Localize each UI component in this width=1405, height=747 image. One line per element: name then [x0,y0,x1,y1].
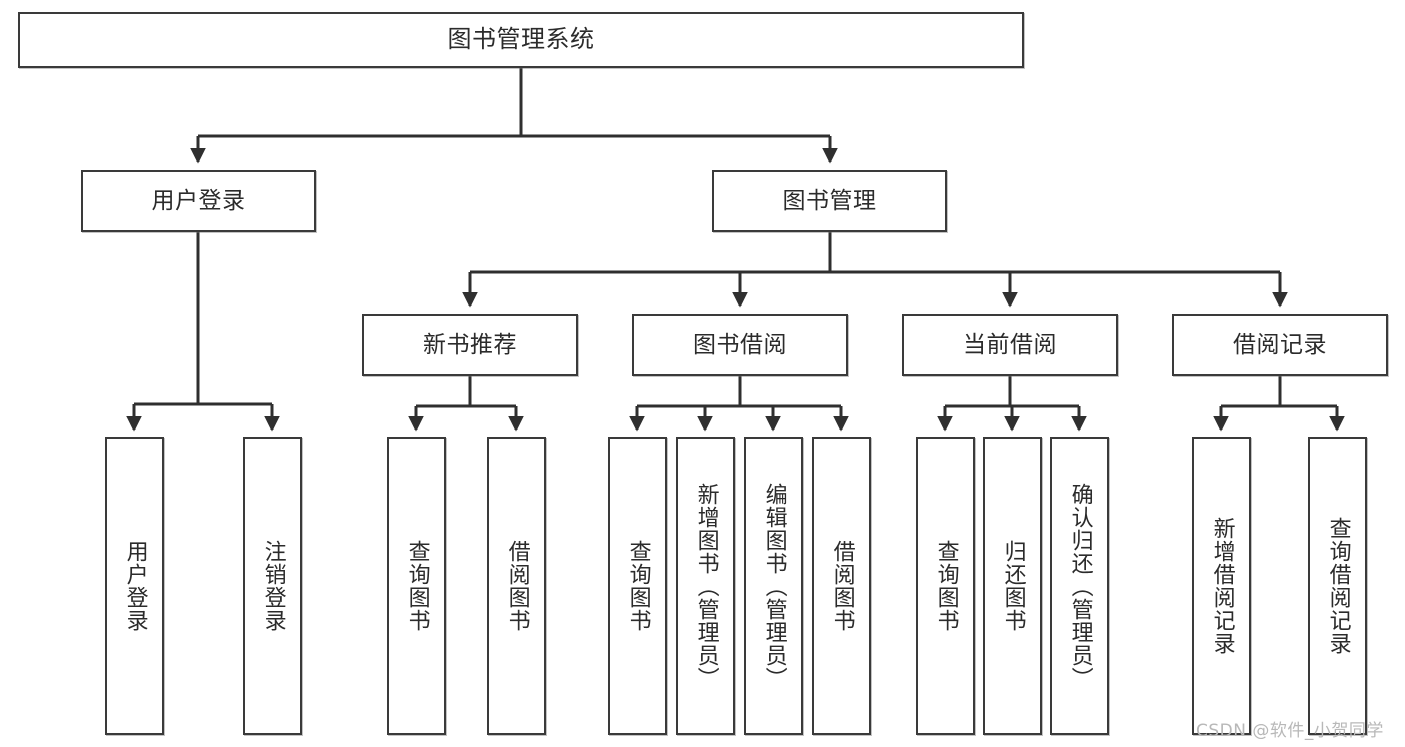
node-label: 注销登录 [260,540,286,632]
node-new-book-recommend[interactable]: 新书推荐 [362,314,578,376]
node-book-borrow[interactable]: 图书借阅 [632,314,848,376]
node-label: 新增图书（管理员） [693,482,719,690]
leaf-query-book-recommend[interactable]: 查询图书 [387,437,446,735]
leaf-edit-book-admin[interactable]: 编辑图书（管理员） [744,437,803,735]
node-label: 新增借阅记录 [1209,517,1235,655]
node-label: 图书借阅 [693,331,787,358]
node-label: 新书推荐 [423,331,517,358]
node-label: 归还图书 [1000,540,1026,632]
node-label: 图书管理 [782,187,877,214]
leaf-logout[interactable]: 注销登录 [243,437,302,735]
leaf-confirm-return-admin[interactable]: 确认归还（管理员） [1050,437,1109,735]
node-root-system[interactable]: 图书管理系统 [18,12,1024,68]
leaf-query-book-current[interactable]: 查询图书 [916,437,975,735]
node-label: 当前借阅 [963,331,1057,358]
leaf-query-book-borrow[interactable]: 查询图书 [608,437,667,735]
csdn-watermark: CSDN @软件_小贺同学 [1196,721,1384,741]
node-book-management[interactable]: 图书管理 [712,170,947,232]
leaf-return-book[interactable]: 归还图书 [983,437,1042,735]
leaf-borrow-book-recommend[interactable]: 借阅图书 [487,437,546,735]
node-label: 用户登录 [122,540,148,632]
node-label: 查询图书 [933,540,959,632]
node-label: 借阅图书 [504,540,530,632]
node-user-login[interactable]: 用户登录 [81,170,316,232]
node-current-borrow[interactable]: 当前借阅 [902,314,1118,376]
node-label: 查询图书 [625,540,651,632]
node-label: 编辑图书（管理员） [761,482,787,690]
node-label: 图书管理系统 [447,25,595,54]
node-label: 查询借阅记录 [1325,517,1351,655]
leaf-borrow-book[interactable]: 借阅图书 [812,437,871,735]
leaf-user-login[interactable]: 用户登录 [105,437,164,735]
node-label: 确认归还（管理员） [1067,482,1093,690]
node-label: 用户登录 [151,187,246,214]
leaf-query-borrow-record[interactable]: 查询借阅记录 [1308,437,1367,735]
node-label: 借阅记录 [1233,331,1327,358]
node-label: 借阅图书 [829,540,855,632]
node-borrow-record[interactable]: 借阅记录 [1172,314,1388,376]
node-label: 查询图书 [404,540,430,632]
leaf-add-book-admin[interactable]: 新增图书（管理员） [676,437,735,735]
leaf-add-borrow-record[interactable]: 新增借阅记录 [1192,437,1251,735]
